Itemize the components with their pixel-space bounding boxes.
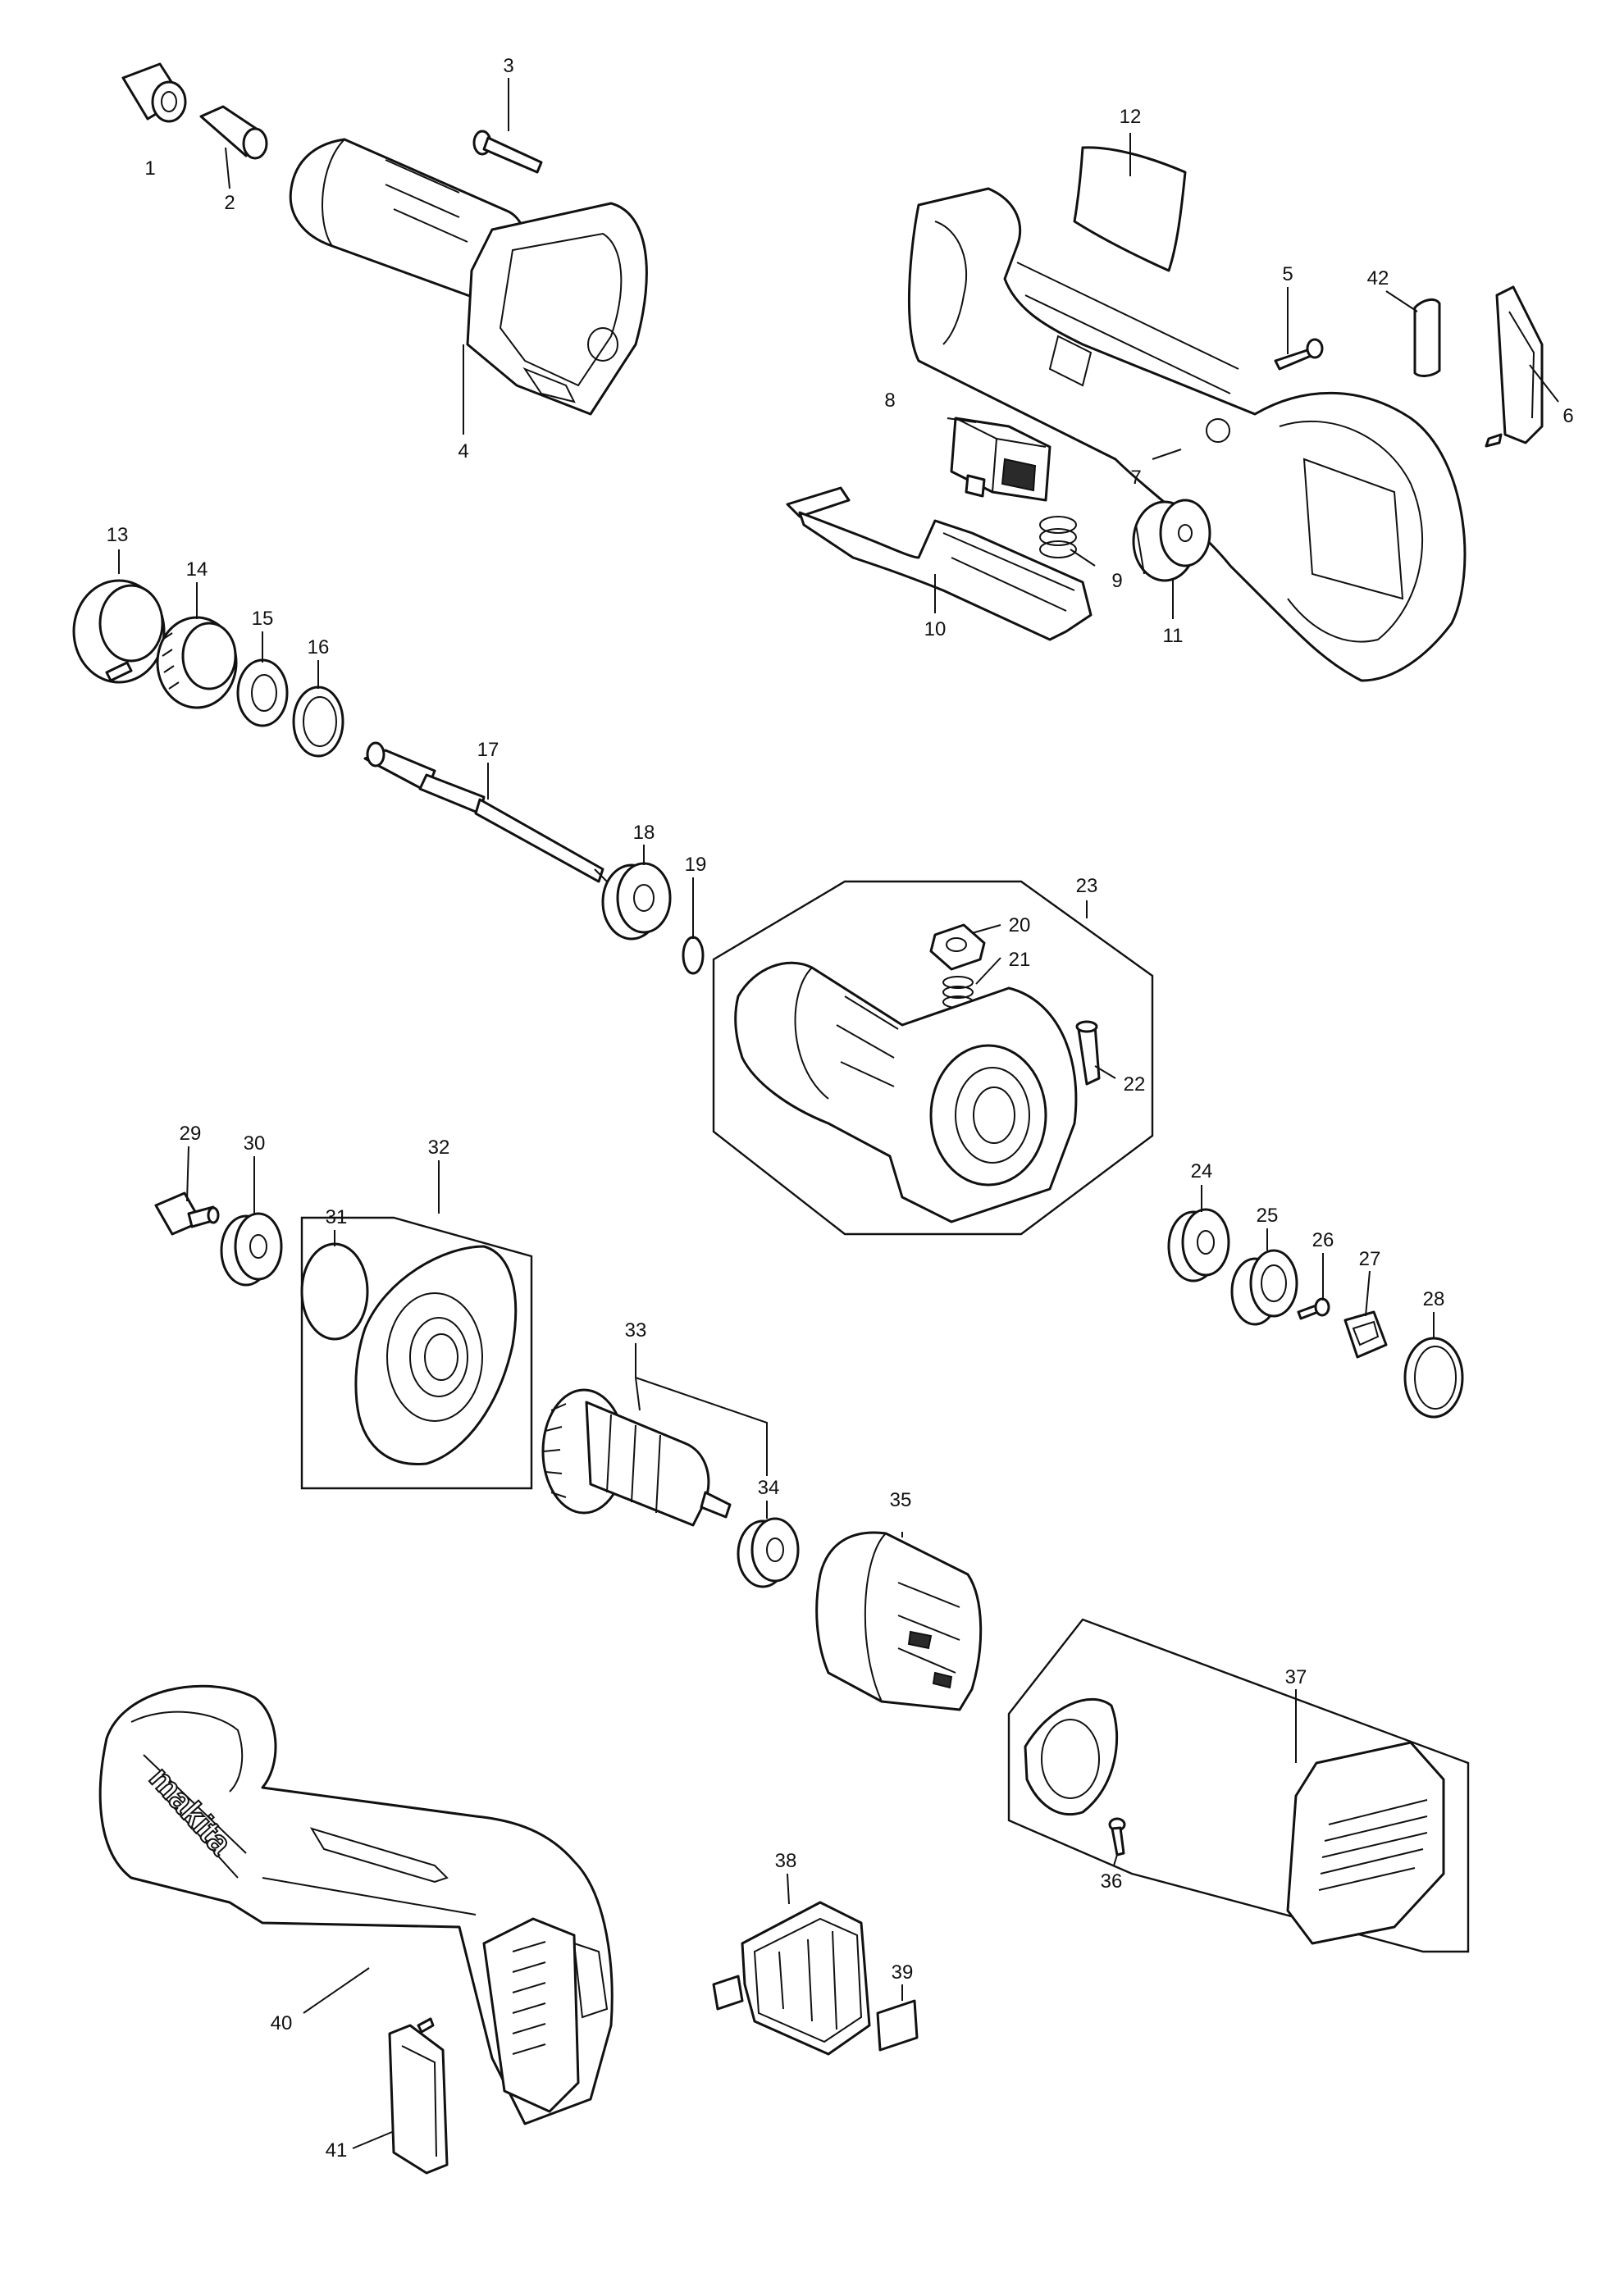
callout-41: 41 xyxy=(326,2139,348,2162)
callout-16: 16 xyxy=(308,636,330,658)
callout-labels: 1 2 3 4 5 6 7 8 9 10 11 12 13 14 15 16 1… xyxy=(107,55,1574,2162)
callout-22: 22 xyxy=(1124,1073,1146,1096)
part-15-washer xyxy=(236,658,289,727)
callout-18: 18 xyxy=(633,822,655,844)
part-35-stator xyxy=(815,1531,983,1711)
callout-20: 20 xyxy=(1009,914,1031,936)
part-14-ring-nut xyxy=(156,616,238,709)
frame-23 xyxy=(712,880,1154,1236)
part-41-cover xyxy=(388,2017,449,2175)
callout-25: 25 xyxy=(1257,1205,1279,1227)
part-24-bearing xyxy=(1167,1208,1230,1282)
callout-4: 4 xyxy=(458,440,468,462)
callout-26: 26 xyxy=(1312,1229,1334,1251)
callout-40: 40 xyxy=(271,2012,293,2034)
part-10-lever xyxy=(786,486,1093,641)
part-38-controller xyxy=(712,1901,871,2056)
callout-36: 36 xyxy=(1101,1870,1123,1893)
part-6-cover xyxy=(1485,285,1544,448)
part-28-washer xyxy=(1403,1337,1464,1419)
callout-15: 15 xyxy=(252,608,274,630)
callout-19: 19 xyxy=(685,854,707,876)
part-18-bearing xyxy=(601,862,672,941)
part-40-main-housing: makita xyxy=(98,1684,614,2125)
part-31-o-ring xyxy=(300,1242,369,1341)
part-37-rear-cover xyxy=(1024,1697,1445,1945)
callout-5: 5 xyxy=(1282,263,1293,285)
part-1-collet-nut xyxy=(121,62,187,123)
part-27-clamp xyxy=(1343,1310,1388,1359)
part-33-armature xyxy=(541,1388,732,1527)
part-17-spindle xyxy=(363,741,612,886)
part-29-lock xyxy=(154,1191,220,1236)
part-11-knob xyxy=(1132,499,1211,582)
callout-1: 1 xyxy=(144,157,155,180)
part-32-bearing-box xyxy=(354,1245,518,1466)
callout-17: 17 xyxy=(477,739,500,761)
callout-29: 29 xyxy=(180,1123,202,1145)
callout-3: 3 xyxy=(503,55,513,77)
callout-35: 35 xyxy=(890,1489,912,1511)
callout-32: 32 xyxy=(428,1137,450,1159)
part-26-screw xyxy=(1297,1297,1330,1320)
callout-10: 10 xyxy=(924,618,947,640)
part-9-spring xyxy=(1039,516,1077,558)
part-12-label xyxy=(1073,146,1187,272)
callout-31: 31 xyxy=(326,1206,348,1228)
callout-38: 38 xyxy=(775,1850,797,1872)
part-5-screw xyxy=(1274,338,1324,371)
part-2-collet xyxy=(199,105,268,160)
part-8-switch xyxy=(950,417,1051,502)
callout-39: 39 xyxy=(892,1961,914,1984)
callout-34: 34 xyxy=(758,1477,780,1499)
part-25-sleeve xyxy=(1230,1249,1298,1326)
part-23-gear-housing xyxy=(734,961,1078,1223)
callout-37: 37 xyxy=(1285,1666,1307,1688)
callout-14: 14 xyxy=(186,558,208,581)
part-20-nut xyxy=(929,923,986,971)
part-42-label xyxy=(1413,298,1441,377)
callout-13: 13 xyxy=(107,524,129,546)
part-16-washer xyxy=(292,686,344,758)
callout-23: 23 xyxy=(1076,875,1098,897)
part-36-screw xyxy=(1108,1817,1126,1856)
callout-33: 33 xyxy=(625,1319,647,1342)
callout-8: 8 xyxy=(884,390,895,412)
callout-9: 9 xyxy=(1111,570,1122,592)
callout-11: 11 xyxy=(1163,625,1184,647)
part-7-housing-half xyxy=(907,187,1467,682)
callout-2: 2 xyxy=(224,192,235,214)
callout-7: 7 xyxy=(1130,467,1141,489)
callout-42: 42 xyxy=(1367,267,1389,289)
part-3-screw xyxy=(472,130,543,174)
callout-24: 24 xyxy=(1191,1160,1213,1182)
part-34-bearing xyxy=(737,1517,800,1588)
part-13-bearing-retainer xyxy=(72,579,166,684)
callout-6: 6 xyxy=(1562,405,1573,427)
part-30-bearing xyxy=(220,1212,283,1287)
callout-21: 21 xyxy=(1009,949,1031,971)
callout-27: 27 xyxy=(1359,1248,1381,1270)
callout-28: 28 xyxy=(1423,1288,1445,1310)
leader-lines xyxy=(118,78,1559,2149)
part-19-retaining-ring xyxy=(682,936,705,975)
part-22-pin xyxy=(1075,1020,1101,1086)
part-39-label xyxy=(876,1999,919,2052)
frame-37 xyxy=(1007,1618,1470,1953)
part-4-front-housing xyxy=(289,138,648,416)
frame-32 xyxy=(300,1216,533,1490)
callout-30: 30 xyxy=(244,1132,266,1155)
callout-12: 12 xyxy=(1120,106,1142,128)
